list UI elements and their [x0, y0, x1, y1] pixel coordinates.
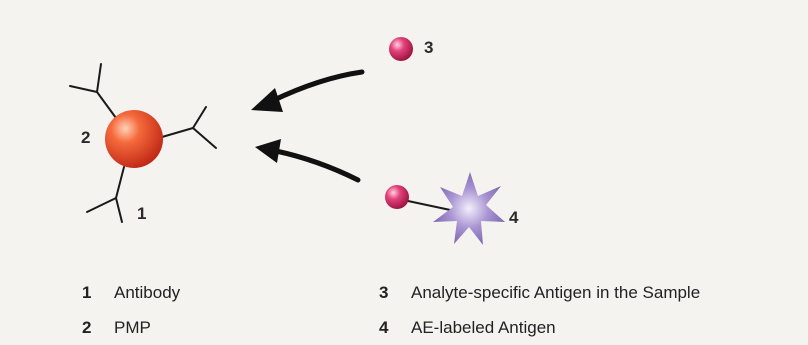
arrow-top	[251, 69, 365, 112]
antigen-sphere	[389, 37, 413, 61]
legend-label: Antibody	[114, 283, 181, 302]
ae-linker	[407, 200, 456, 212]
legend-number: 2	[82, 318, 92, 337]
antibody-right	[161, 106, 217, 149]
arrow-bottom	[255, 139, 361, 183]
ae-star-icon	[433, 172, 505, 245]
legend-label: PMP	[114, 318, 151, 337]
legend-number: 3	[379, 283, 389, 302]
label-pmp-number: 2	[81, 128, 91, 147]
legend-item-antigen: 3 Analyte-specific Antigen in the Sample	[379, 283, 700, 303]
antibody-bottom	[86, 166, 125, 223]
label-antigen-number: 3	[424, 38, 434, 57]
legend-label: AE-labeled Antigen	[411, 318, 556, 337]
antibody-top-left	[69, 63, 117, 119]
legend-item-ae-antigen: 4 AE-labeled Antigen	[379, 318, 556, 338]
label-ae-antigen-number: 4	[509, 208, 519, 227]
pmp-sphere	[105, 110, 163, 168]
legend-item-antibody: 1 Antibody	[82, 283, 180, 303]
ae-antigen-sphere	[385, 185, 409, 209]
legend-label: Analyte-specific Antigen in the Sample	[411, 283, 701, 302]
legend-number: 4	[379, 318, 389, 337]
legend-number: 1	[82, 283, 92, 302]
legend-item-pmp: 2 PMP	[82, 318, 151, 338]
label-antibody-number: 1	[137, 204, 147, 223]
